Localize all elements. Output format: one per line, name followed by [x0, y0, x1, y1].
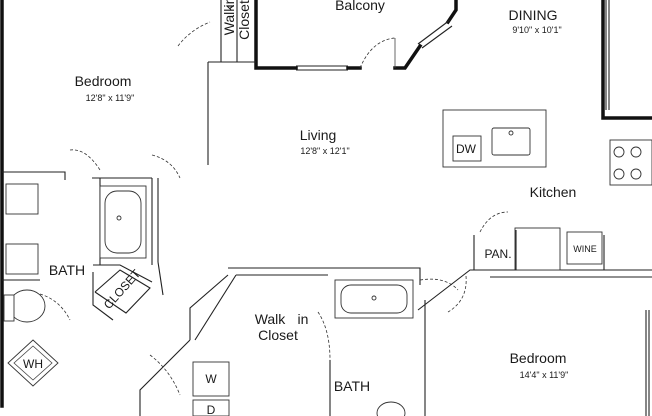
walk-in-closet-bottom-label-in: in [298, 311, 309, 327]
washer [192, 361, 230, 397]
washer-label: W [205, 372, 217, 386]
dining-label: DINING [509, 7, 558, 23]
refrigerator [514, 227, 561, 271]
dw-label: DW [456, 142, 477, 156]
fixture-labels: DW PAN. WINE WH W D [23, 142, 597, 416]
bedroom-1-dims: 12'8" x 11'9" [86, 93, 135, 103]
dryer [192, 399, 230, 416]
bedroom-2-dims: 14'4" x 11'9" [520, 370, 569, 380]
walk-in-closet-bottom-label-walk: Walk [255, 311, 287, 327]
closet-label: CLOSET [101, 266, 144, 312]
vanity-sink-1 [5, 183, 39, 215]
wh-label: WH [23, 357, 43, 371]
dishwasher [452, 135, 482, 162]
kitchen-label: Kitchen [530, 184, 577, 200]
bath-2-label: BATH [334, 378, 370, 394]
living-dims: 12'8" x 12'1" [300, 146, 349, 156]
dryer-label: D [207, 403, 216, 416]
closet-outline [94, 269, 151, 314]
bath-1-label: BATH [49, 262, 85, 278]
bedroom-2-label: Bedroom [510, 350, 567, 366]
balcony-label: Balcony [335, 0, 385, 13]
kitchen-fixtures [442, 109, 652, 271]
walk-in-closet-top-label-closet: Closet [236, 0, 252, 40]
living-label: Living [300, 127, 337, 143]
dining-dims: 9'10" x 10'1" [512, 25, 561, 35]
wine-label: WINE [573, 244, 597, 254]
walk-in-closet-top-label-walk: Walk [221, 4, 237, 36]
bath-fixtures [3, 183, 414, 416]
walk-in-closet-bottom-label-closet: Closet [258, 327, 298, 343]
wine-cooler [566, 231, 603, 265]
kitchen-sink [491, 127, 531, 156]
vanity-sink-2 [5, 243, 39, 275]
bedroom-1-label: Bedroom [75, 73, 132, 89]
toilet-2 [376, 401, 406, 416]
water-heater [7, 339, 59, 387]
pantry-label: PAN. [484, 247, 511, 261]
walk-in-closet-top-label-in: in [221, 0, 237, 7]
balcony-windows [296, 0, 650, 416]
